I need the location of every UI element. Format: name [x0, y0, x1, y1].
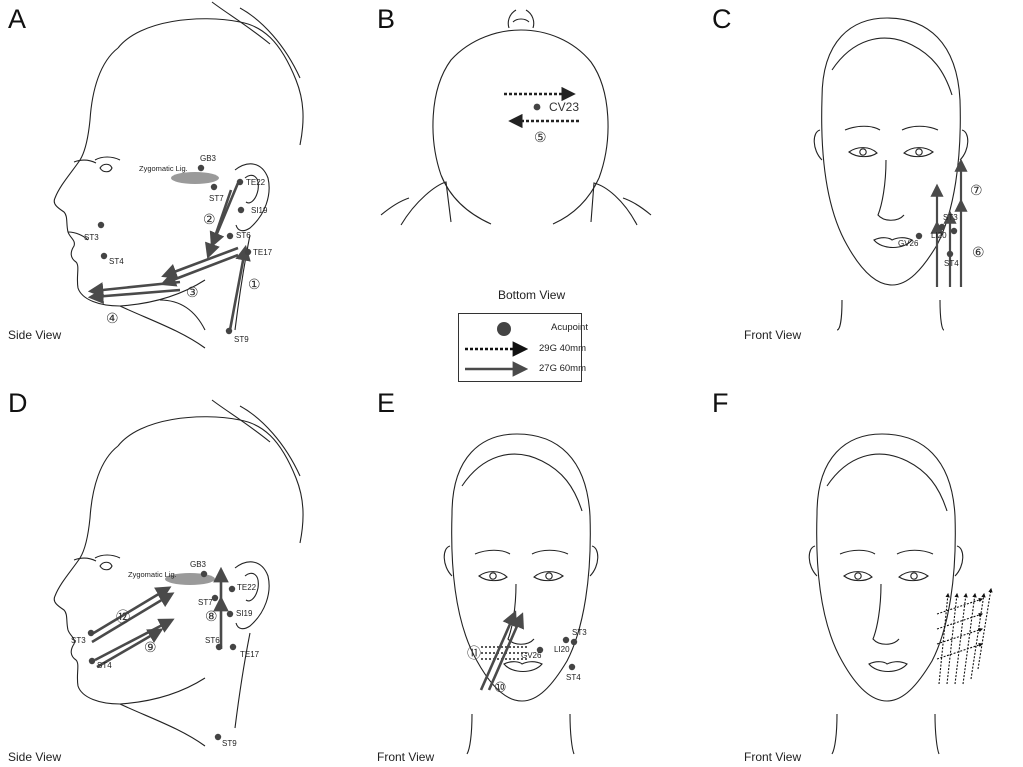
side-face-outline-d [54, 400, 303, 746]
panel-a-drawing [0, 0, 341, 383]
route-number-12: ⑫ [116, 610, 130, 624]
point-st6: ST6 [236, 232, 251, 240]
point-d-st4: ST4 [97, 662, 112, 670]
front-face-outline-e [444, 434, 598, 754]
point-st9: ST9 [234, 336, 249, 344]
panel-b-view-label: Bottom View [498, 288, 565, 302]
route-number-11: ⑪ [467, 646, 481, 660]
zygomatic-ligament-label-d: Zygomatic Lig. [128, 571, 177, 579]
panel-f-drawing [682, 384, 1023, 767]
panel-f-letter: F [712, 388, 729, 419]
route-number-7: ⑦ [970, 183, 983, 197]
panel-d-view-label: Side View [8, 750, 61, 764]
route-number-10: ⑩ [494, 680, 507, 694]
front-face-outline [814, 18, 968, 330]
point-te22: TE22 [246, 179, 265, 187]
panel-c: C Front View ST3 LI20 GV26 ST4 ⑥ ⑦ [682, 0, 1023, 383]
route-number-2: ② [203, 212, 216, 226]
head-bottom-outline [381, 10, 651, 225]
panel-f: F Front View [682, 384, 1023, 767]
point-cv23: CV23 [549, 101, 579, 113]
point-cv23-dot [534, 104, 541, 111]
route-number-6: ⑥ [972, 245, 985, 259]
panel-d-points [88, 571, 236, 740]
panel-d: D Side View Zygomatic Lig. GB3 TE22 ST7 … [0, 384, 341, 767]
point-c-st3: ST3 [943, 214, 958, 222]
route-number-1: ① [248, 277, 261, 291]
point-d-si19: SI19 [236, 610, 252, 618]
point-c-gv26: GV26 [898, 240, 918, 248]
panel-c-letter: C [712, 4, 732, 35]
zygomatic-ligament-label: Zygomatic Lig. [139, 165, 188, 173]
legend-29g-label: 29G 40mm [539, 344, 586, 354]
panel-d-letter: D [8, 388, 28, 419]
point-d-st3: ST3 [71, 637, 86, 645]
legend-27g-label: 27G 60mm [539, 364, 586, 374]
point-si19: SI19 [251, 207, 267, 215]
point-d-gb3: GB3 [190, 561, 206, 569]
point-te17: TE17 [253, 249, 272, 257]
point-d-st7: ST7 [198, 599, 213, 607]
route-number-4: ④ [106, 311, 119, 325]
panel-b-letter: B [377, 4, 395, 35]
point-st7: ST7 [209, 195, 224, 203]
legend-acupoint-label: Acupoint [551, 323, 588, 333]
panel-e-letter: E [377, 388, 395, 419]
point-d-te22: TE22 [237, 584, 256, 592]
point-e-st3: ST3 [572, 629, 587, 637]
panel-c-view-label: Front View [744, 328, 801, 342]
panel-a-letter: A [8, 4, 26, 35]
route-number-9: ⑨ [144, 640, 157, 654]
route-number-8: ⑧ [205, 609, 218, 623]
point-st4: ST4 [109, 258, 124, 266]
panel-a-view-label: Side View [8, 328, 61, 342]
legend: Acupoint 29G 40mm 27G 60mm [458, 313, 582, 382]
point-d-te17: TE17 [240, 651, 259, 659]
route-number-5: ⑤ [534, 130, 547, 144]
panel-e: E Front View ST3 LI20 GV26 ST4 ⑩ ⑪ [341, 384, 682, 767]
point-e-gv26: GV26 [521, 652, 541, 660]
front-face-outline-f [809, 434, 963, 754]
point-d-st9: ST9 [222, 740, 237, 748]
route-number-3: ③ [186, 285, 199, 299]
panel-f-dotted-arrows [937, 589, 991, 684]
legend-acupoint-dot [497, 322, 511, 336]
point-st3: ST3 [84, 234, 99, 242]
panel-a: A Side View Zygomatic Lig. GB3 TE22 ST7 … [0, 0, 341, 383]
point-c-li20: LI20 [931, 232, 947, 240]
point-gb3: GB3 [200, 155, 216, 163]
panel-f-view-label: Front View [744, 750, 801, 764]
panel-e-drawing [341, 384, 682, 767]
point-e-li20: LI20 [554, 646, 570, 654]
panel-a-points [98, 165, 251, 334]
point-e-st4: ST4 [566, 674, 581, 682]
point-c-st4: ST4 [944, 260, 959, 268]
panel-e-view-label: Front View [377, 750, 434, 764]
zygomatic-ligament-shape [171, 172, 219, 184]
point-d-st6: ST6 [205, 637, 220, 645]
